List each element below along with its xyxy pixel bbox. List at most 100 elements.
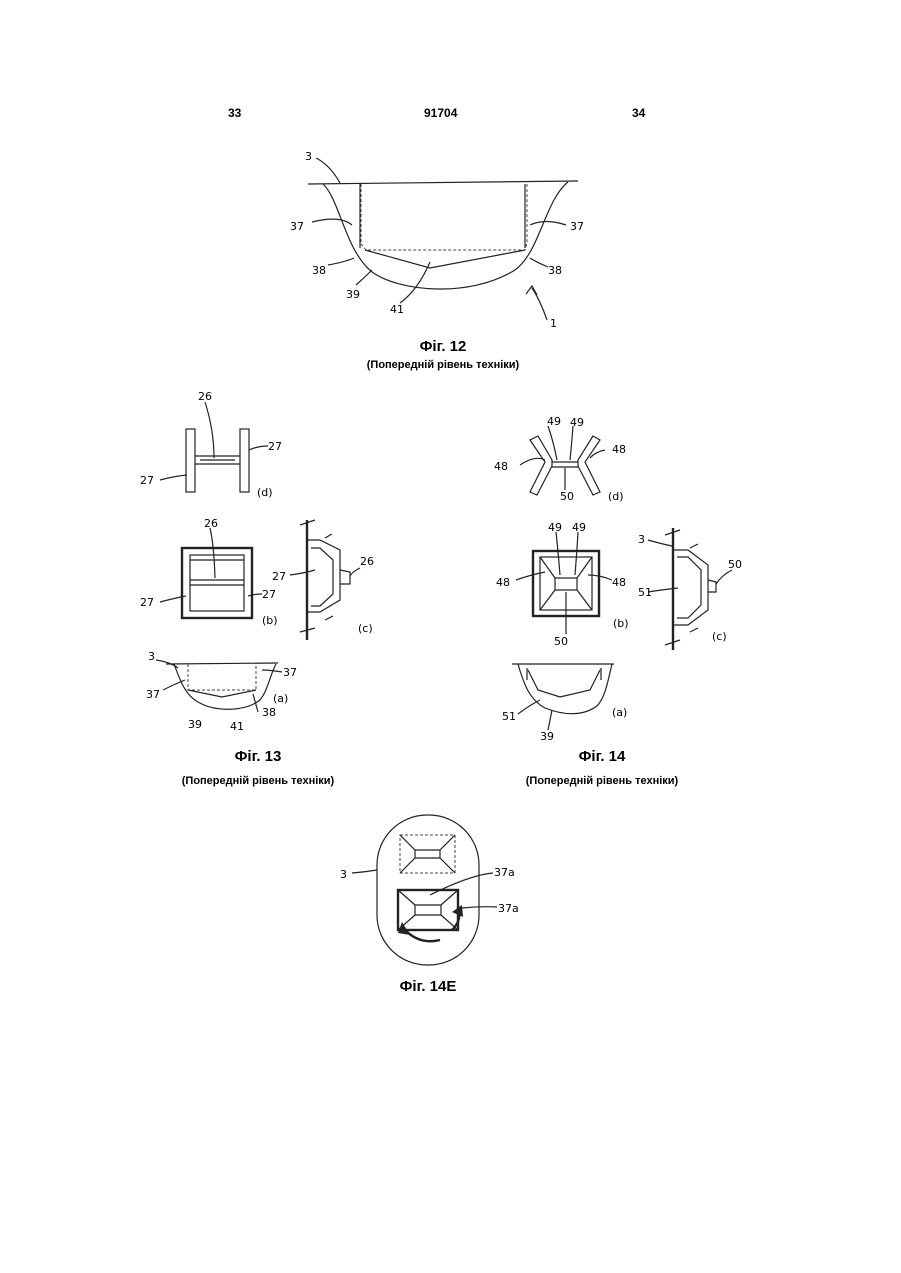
leader-1 xyxy=(526,286,547,320)
fig13c-label-27: 27 xyxy=(272,570,286,583)
fig12-label-37-left: 37 xyxy=(290,220,304,233)
fig13a-label-39: 39 xyxy=(188,718,202,731)
rotation-arrow-left xyxy=(405,930,440,941)
leader-41 xyxy=(400,262,430,303)
hatch xyxy=(665,530,698,645)
figure-12-drawing: 3 37 37 38 38 39 41 1 xyxy=(290,150,584,330)
fig14d-label-49-left: 49 xyxy=(547,415,561,428)
leader-26 xyxy=(205,402,214,458)
container-body xyxy=(518,664,612,714)
open-position-diagonals xyxy=(398,890,458,930)
fig13a-tag: (a) xyxy=(273,692,288,705)
fig14b-label-48-right: 48 xyxy=(612,576,626,589)
fig13d-label-27-right: 27 xyxy=(268,440,282,453)
fig14d-label-50: 50 xyxy=(560,490,574,503)
fig14b-label-49-left: 49 xyxy=(548,521,562,534)
fig13c-tag: (c) xyxy=(358,622,373,635)
profile-inner xyxy=(311,548,333,606)
leader-3 xyxy=(316,158,340,183)
fig13d-label-26: 26 xyxy=(198,390,212,403)
profile-outer xyxy=(673,550,708,625)
leg-left xyxy=(530,436,552,495)
fig14c-label-3: 3 xyxy=(638,533,645,546)
open-position-frame xyxy=(398,890,458,930)
fig14e-label-37a-top: 37a xyxy=(494,866,515,879)
frame-bridge xyxy=(555,578,577,590)
fig14c-tag: (c) xyxy=(712,630,727,643)
fig14e-title: Фіг. 14E xyxy=(328,978,528,995)
figure-14b-drawing: 49 49 48 48 50 (b) xyxy=(496,521,629,648)
fig13-subtitle: (Попередній рівень техніки) xyxy=(148,775,368,787)
leader-39 xyxy=(356,270,372,285)
fig12-label-39: 39 xyxy=(346,288,360,301)
fig13c-label-26: 26 xyxy=(360,555,374,568)
fig13b-label-26: 26 xyxy=(204,517,218,530)
leader-37-right xyxy=(530,222,566,226)
fig13a-label-38: 38 xyxy=(262,706,276,719)
fig14a-label-39: 39 xyxy=(540,730,554,743)
insert-outline xyxy=(188,664,256,690)
frame-inner xyxy=(190,555,244,611)
fig14d-label-49-right: 49 xyxy=(570,416,584,429)
leader-27-right xyxy=(249,446,268,450)
leaders-d xyxy=(520,426,605,490)
fig12-label-38-left: 38 xyxy=(312,264,326,277)
fig13d-tag: (d) xyxy=(257,486,273,499)
fig12-label-1: 1 xyxy=(550,317,557,330)
leader-27 xyxy=(290,570,315,575)
leader-38-left xyxy=(328,258,354,265)
fig14b-label-50: 50 xyxy=(554,635,568,648)
fig13-title: Фіг. 13 xyxy=(158,748,358,765)
closed-position-outline xyxy=(400,835,455,873)
fig14b-label-49-right: 49 xyxy=(572,521,586,534)
figure-13a-drawing: 3 37 37 38 39 41 (a) xyxy=(146,650,297,733)
leader-26 xyxy=(210,528,215,578)
frame-outer xyxy=(182,548,252,618)
leader-38-right xyxy=(530,258,548,267)
fig12-label-37-right: 37 xyxy=(570,220,584,233)
fig12-label-41: 41 xyxy=(390,303,404,316)
fig13a-label-41: 41 xyxy=(230,720,244,733)
fig12-title: Фіг. 12 xyxy=(343,338,543,355)
fig13a-label-3: 3 xyxy=(148,650,155,663)
tab xyxy=(340,570,350,584)
fig14d-label-48-left: 48 xyxy=(494,460,508,473)
clip-leg-left xyxy=(186,429,195,492)
fig13b-label-27-right: 27 xyxy=(262,588,276,601)
container-body xyxy=(174,664,276,709)
fig13b-tag: (b) xyxy=(262,614,278,627)
figure-14a-drawing: 51 39 (a) xyxy=(502,664,627,743)
figure-14c-drawing: 3 50 51 (c) xyxy=(638,528,742,650)
clip-leg-right xyxy=(240,429,249,492)
hatch xyxy=(300,520,333,632)
fig13b-label-27-left: 27 xyxy=(140,596,154,609)
fig12-label-38-right: 38 xyxy=(548,264,562,277)
fig14d-label-48-right: 48 xyxy=(612,443,626,456)
fig13a-label-37-left: 37 xyxy=(146,688,160,701)
insert-bottom xyxy=(365,250,525,268)
leader-27-right xyxy=(248,594,262,596)
fig13a-label-37-right: 37 xyxy=(283,666,297,679)
insert-profile xyxy=(528,670,600,697)
figure-14e-drawing: 3 37a 37a xyxy=(340,815,519,965)
tab xyxy=(708,580,716,592)
lid-line xyxy=(166,663,278,664)
insert-bottom xyxy=(188,690,256,697)
fig14a-label-51: 51 xyxy=(502,710,516,723)
fig14e-label-3: 3 xyxy=(340,868,347,881)
fig14-title: Фіг. 14 xyxy=(502,748,702,765)
fig14c-label-50: 50 xyxy=(728,558,742,571)
fig13d-label-27-left: 27 xyxy=(140,474,154,487)
fig14d-tag: (d) xyxy=(608,490,624,503)
profile-inner xyxy=(677,557,701,618)
fig14a-tag: (a) xyxy=(612,706,627,719)
figure-13d-drawing: 26 27 27 (d) xyxy=(140,390,282,499)
insert-walls xyxy=(527,668,601,680)
fig14b-tag: (b) xyxy=(613,617,629,630)
fig14e-label-37a-bottom: 37a xyxy=(498,902,519,915)
fig14c-label-51: 51 xyxy=(638,586,652,599)
fig14b-label-48-left: 48 xyxy=(496,576,510,589)
figure-13b-drawing: 26 27 27 (b) xyxy=(140,517,278,627)
figure-14d-drawing: 49 49 48 48 50 (d) xyxy=(494,415,626,503)
